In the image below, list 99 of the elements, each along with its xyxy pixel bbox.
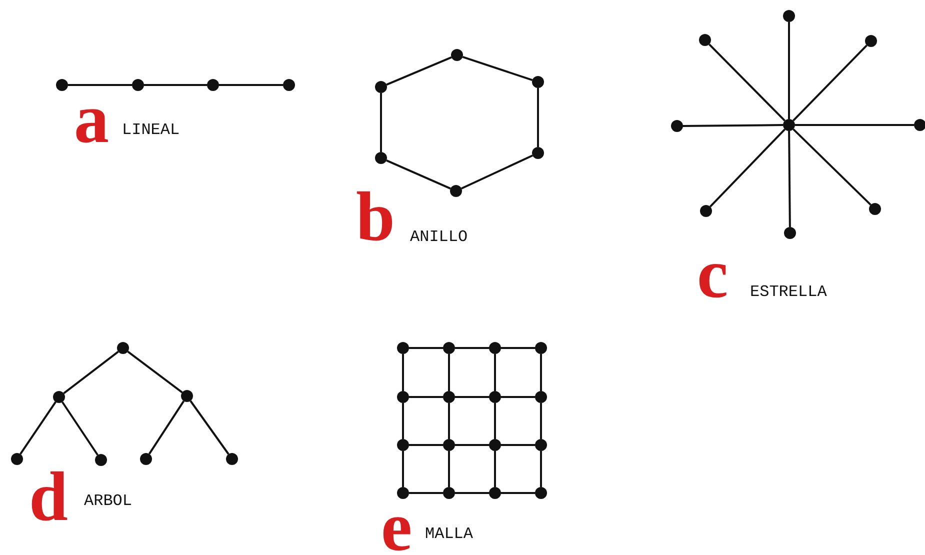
network-node-dot [535,391,547,403]
connection-line [20,401,56,455]
network-node-dot [699,34,711,46]
network-node-dot [397,342,409,354]
connection-line [795,124,914,126]
connection-line [788,130,791,228]
connection-line [792,128,872,206]
network-node-dot [532,76,544,88]
network-node-dot [226,453,238,465]
network-node-dot [375,81,387,93]
connection-line [219,84,283,86]
network-node-dot [140,453,152,465]
network-node-dot [783,10,795,22]
network-node-dot [489,487,501,499]
network-node-dot [397,487,409,499]
connection-line [540,451,542,487]
topology-letter: c [697,247,728,303]
connection-line [402,403,404,439]
topology-letter: a [74,92,109,148]
network-node-dot [783,119,795,131]
connection-line [540,403,542,439]
connection-line [455,347,489,349]
network-node-dot [489,342,501,354]
network-node-dot [443,439,455,451]
connection-line [386,160,451,190]
network-node-dot [443,487,455,499]
network-node-dot [95,454,107,466]
topology-name: ANILLO [410,229,468,245]
network-node-dot [489,391,501,403]
connection-line [788,22,790,119]
network-node-dot [450,185,462,197]
connection-line [402,354,404,391]
network-node-dot [56,79,68,91]
connection-line [501,347,535,349]
topology-name: ARBOL [84,493,132,509]
network-node-dot [535,342,547,354]
topology-name: ESTRELLA [750,284,827,300]
network-node-dot [532,147,544,159]
connection-line [409,396,443,398]
connection-line [683,124,783,127]
topology-name: LINEAL [122,122,180,138]
connection-line [62,401,98,456]
network-node-dot [11,453,23,465]
connection-line [409,492,443,494]
connection-line [380,93,382,152]
connection-line [494,354,496,391]
network-node-dot [117,342,129,354]
connection-line [402,451,404,487]
connection-line [455,492,489,494]
connection-line [455,396,489,398]
network-node-dot [443,342,455,354]
network-node-dot [535,487,547,499]
network-node-dot [865,35,877,47]
connection-line [462,56,533,82]
connection-line [386,56,452,86]
network-node-dot [53,391,65,403]
topology-letter: b [356,190,395,246]
connection-line [144,84,207,86]
connection-line [708,44,786,122]
connection-line [461,154,533,190]
connection-line [68,84,132,86]
network-node-dot [784,227,796,239]
network-node-dot [397,439,409,451]
connection-line [148,400,185,455]
network-node-dot [397,391,409,403]
network-node-dot [535,439,547,451]
connection-line [455,444,489,446]
network-node-dot [700,205,712,217]
topology-letter: d [29,470,68,526]
network-node-dot [869,203,881,215]
connection-line [448,451,450,487]
connection-line [537,88,539,147]
connection-line [709,128,786,208]
network-node-dot [283,79,295,91]
topology-letter: e [381,500,412,555]
connection-line [540,354,542,391]
connection-line [501,492,535,494]
network-node-dot [489,439,501,451]
connection-line [494,403,496,439]
network-node-dot [207,79,219,91]
connection-line [409,347,443,349]
network-node-dot [181,390,193,402]
connection-line [494,451,496,487]
connection-line [409,444,443,446]
connection-line [63,350,119,394]
network-node-dot [443,391,455,403]
connection-line [448,354,450,391]
connection-line [127,350,183,394]
network-node-dot [914,119,925,131]
connection-line [448,403,450,439]
topology-name: MALLA [425,526,474,542]
connection-line [792,44,868,122]
connection-line [501,396,535,398]
network-node-dot [451,49,463,61]
network-node-dot [375,152,387,164]
connection-line [501,444,535,446]
connection-line [190,400,230,455]
network-node-dot [132,79,144,91]
network-node-dot [671,120,683,132]
